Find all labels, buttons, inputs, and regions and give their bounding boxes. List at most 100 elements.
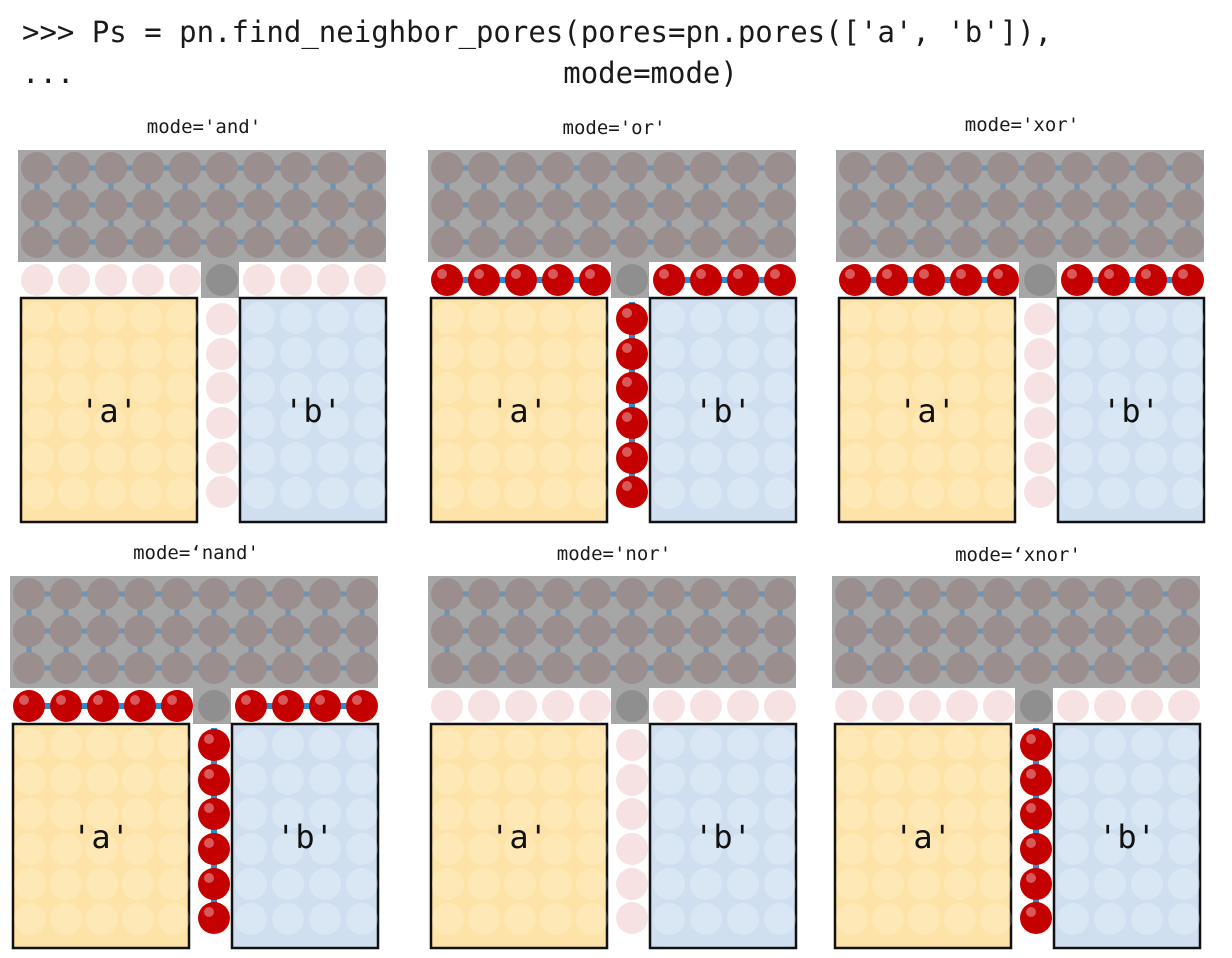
selected-pore	[1020, 798, 1052, 830]
pore	[909, 690, 941, 722]
pore	[653, 442, 685, 474]
pore	[87, 652, 119, 684]
pore	[317, 226, 349, 258]
pore	[432, 337, 464, 369]
pore	[579, 652, 611, 684]
region-b	[238, 296, 388, 524]
selected-pore	[1020, 902, 1052, 934]
pore	[346, 728, 378, 760]
pore	[690, 226, 722, 258]
pore	[206, 338, 238, 370]
pore	[764, 615, 796, 647]
region-a-label: 'a'	[898, 392, 956, 430]
pore	[243, 226, 275, 258]
pore	[94, 442, 126, 474]
caption-nor: mode='nor'	[556, 543, 672, 565]
pore	[690, 798, 722, 830]
pore	[1057, 728, 1089, 760]
selected-pore	[616, 338, 648, 370]
pore	[1168, 728, 1200, 760]
pore	[983, 690, 1015, 722]
pore	[1094, 615, 1126, 647]
pore	[948, 337, 980, 369]
pore-highlight	[278, 695, 288, 705]
pore	[653, 903, 685, 935]
pore	[309, 798, 341, 830]
pore	[1057, 652, 1089, 684]
pore	[166, 442, 198, 474]
pore	[86, 798, 118, 830]
selected-pore	[468, 264, 500, 296]
pore	[14, 798, 46, 830]
pore	[946, 690, 978, 722]
pore	[616, 798, 648, 830]
pore	[1098, 189, 1130, 221]
pore	[1172, 407, 1204, 439]
pore	[944, 903, 976, 935]
pore	[984, 372, 1016, 404]
pore	[908, 868, 940, 900]
pore	[690, 868, 722, 900]
pore-highlight	[919, 269, 929, 279]
pore	[122, 728, 154, 760]
pore-highlight	[770, 269, 780, 279]
pore-highlight	[204, 803, 214, 813]
pore	[579, 226, 611, 258]
pore	[616, 833, 648, 865]
pore-highlight	[204, 734, 214, 744]
pore	[198, 615, 230, 647]
pore	[122, 903, 154, 935]
pore	[1061, 152, 1093, 184]
pore	[1131, 763, 1163, 795]
pore	[690, 302, 722, 334]
pore	[14, 728, 46, 760]
pore	[727, 903, 759, 935]
pore	[235, 833, 267, 865]
pore	[1172, 189, 1204, 221]
pore	[1024, 303, 1056, 335]
pore	[1020, 578, 1052, 610]
pore	[21, 226, 53, 258]
selected-pore	[542, 264, 574, 296]
pore-highlight	[19, 695, 29, 705]
pore	[235, 728, 267, 760]
pore	[505, 189, 537, 221]
pore	[468, 798, 500, 830]
pore	[206, 189, 238, 221]
pore	[872, 728, 904, 760]
pore	[1168, 690, 1200, 722]
pore	[1020, 615, 1052, 647]
pore	[122, 798, 154, 830]
pore	[317, 442, 349, 474]
pore	[243, 337, 275, 369]
pore	[872, 652, 904, 684]
pore	[1024, 189, 1056, 221]
pore	[1057, 615, 1089, 647]
region-b-label: 'b'	[1102, 392, 1160, 430]
pore	[946, 652, 978, 684]
pore	[50, 903, 82, 935]
selected-pore	[87, 690, 119, 722]
pore	[243, 407, 275, 439]
pore	[317, 302, 349, 334]
pore	[1057, 868, 1089, 900]
pore	[235, 903, 267, 935]
pore	[576, 407, 608, 439]
pore	[280, 442, 312, 474]
selected-pore	[987, 264, 1019, 296]
pore	[317, 407, 349, 439]
region-b-label: 'b'	[694, 392, 752, 430]
region-b	[230, 722, 380, 950]
pore	[876, 337, 908, 369]
panel-or: 'a''b'	[428, 112, 800, 532]
pore	[505, 578, 537, 610]
pore	[161, 578, 193, 610]
pore	[653, 798, 685, 830]
pore	[280, 264, 312, 296]
pore	[1135, 442, 1167, 474]
region-a	[837, 296, 1017, 524]
pore	[764, 302, 796, 334]
pore	[94, 337, 126, 369]
pore	[1135, 337, 1167, 369]
selected-pore	[1061, 264, 1093, 296]
